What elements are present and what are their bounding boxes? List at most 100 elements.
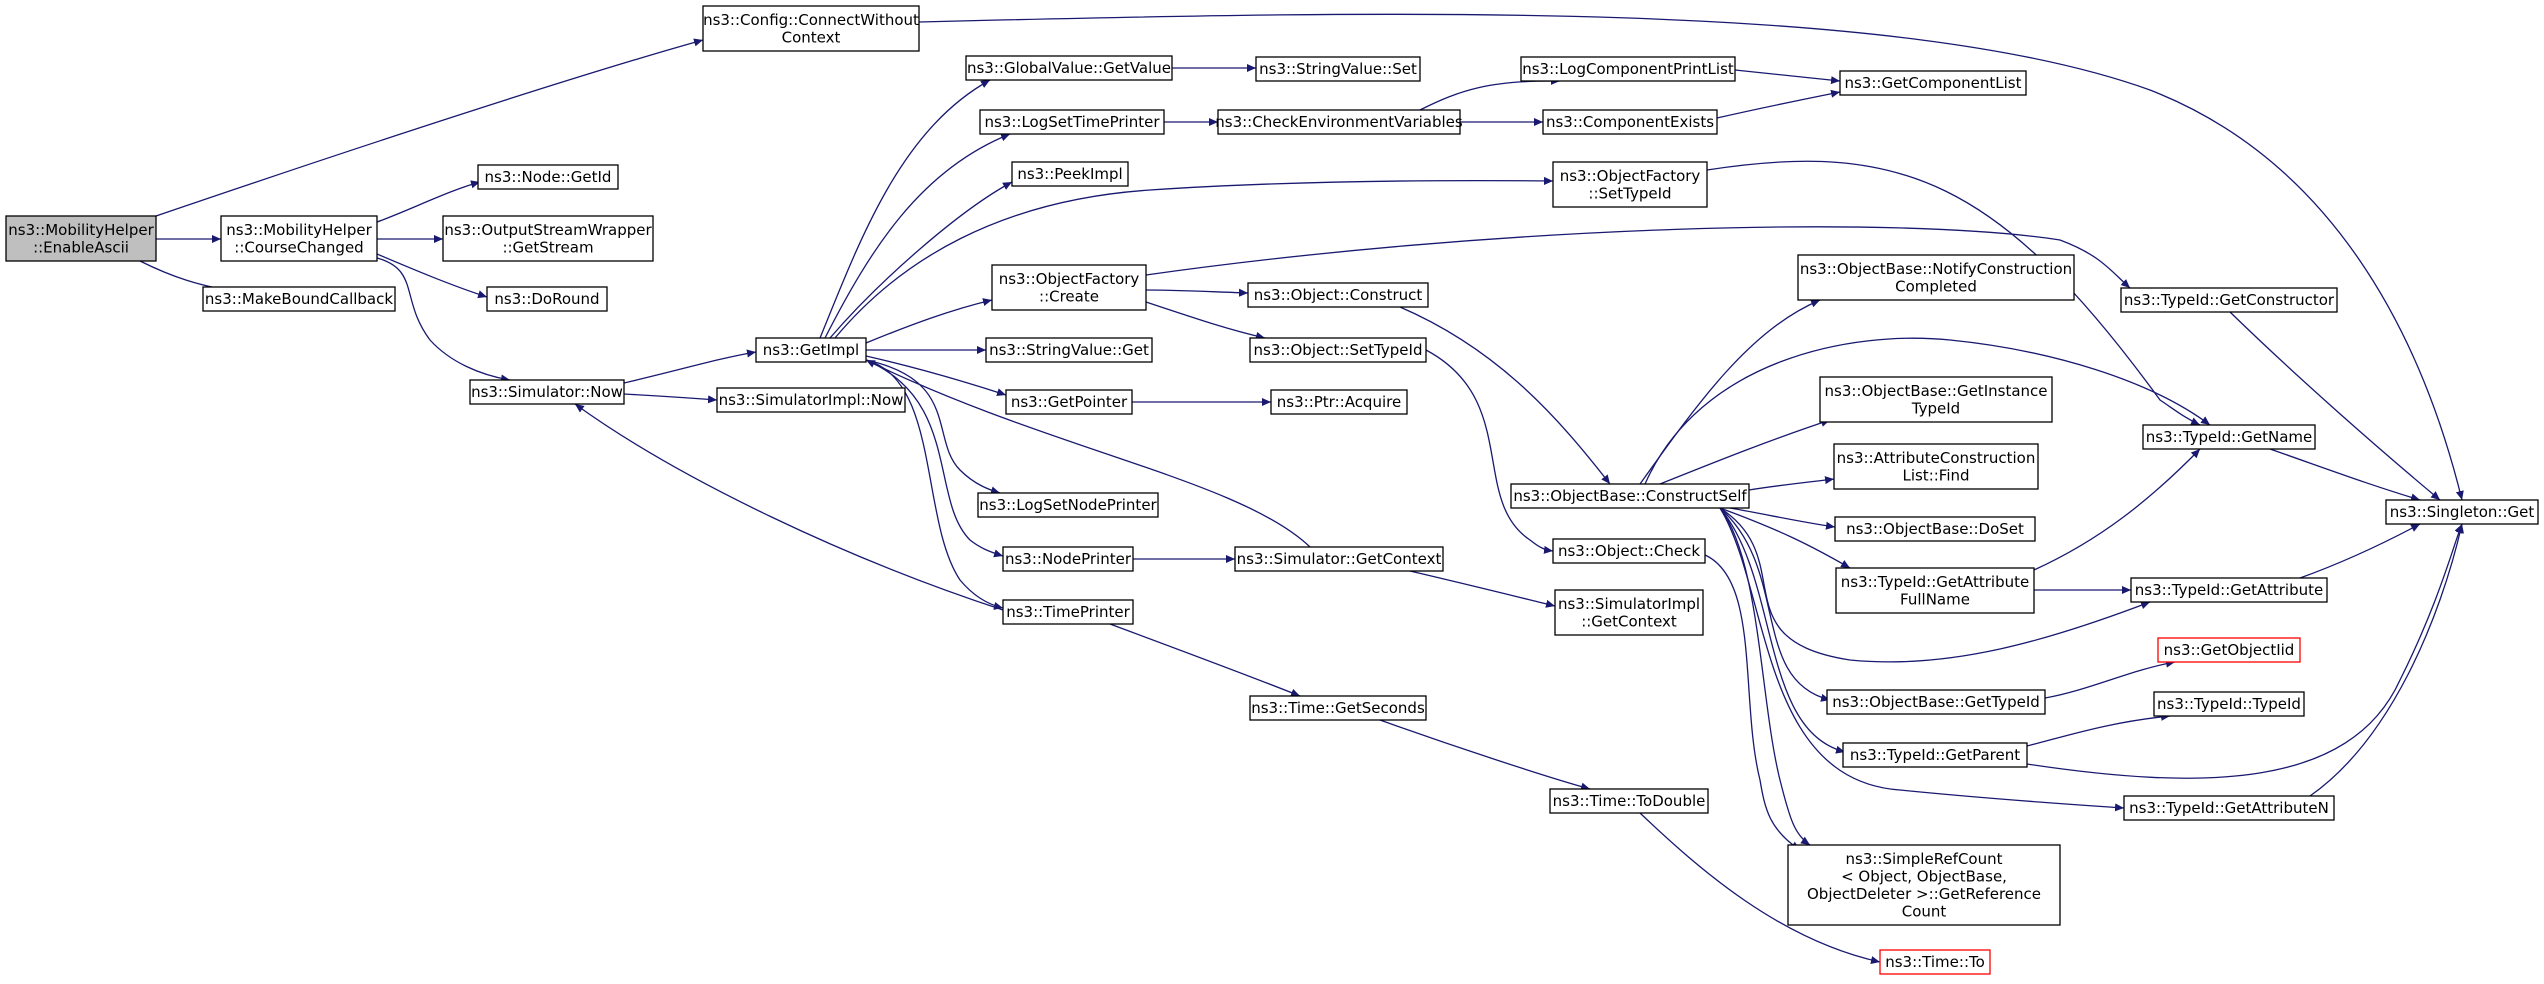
- node-typeid-getname[interactable]: ns3::TypeId::GetName: [2142, 424, 2316, 450]
- node-label: ns3::MobilityHelper: [226, 221, 372, 239]
- node-simulator-getcontext[interactable]: ns3::Simulator::GetContext: [1234, 546, 1444, 572]
- node-course-changed[interactable]: ns3::MobilityHelper::CourseChanged: [220, 215, 378, 262]
- node-box: [1002, 599, 1134, 625]
- node-box: [1552, 538, 1706, 564]
- node-label: ns3::GetImpl: [763, 341, 859, 359]
- node-box: [1249, 695, 1427, 721]
- edge-objectfactory_settypeid-to-typeid_getname: [1706, 160, 2201, 426]
- node-ptr-acquire[interactable]: ns3::Ptr::Acquire: [1270, 389, 1408, 415]
- node-checkenvvars[interactable]: ns3::CheckEnvironmentVariables: [1215, 109, 1463, 135]
- edge-objectbase_constructself-to-simplerefcount_getreferencecount: [1719, 507, 1811, 846]
- edge-course_changed-to-simulator_now: [376, 257, 511, 383]
- node-getimpl[interactable]: ns3::GetImpl: [755, 337, 867, 363]
- node-typeid-getattributen[interactable]: ns3::TypeId::GetAttributeN: [2123, 795, 2335, 821]
- edge-getimpl-to-logsetnodeprinter: [865, 359, 1001, 495]
- node-simplerefcount-getreferencecount[interactable]: ns3::SimpleRefCount< Object, ObjectBase,…: [1787, 844, 2061, 926]
- edge-getimpl-to-peekimpl: [829, 181, 1013, 339]
- node-box: [2153, 691, 2305, 717]
- node-time-todouble[interactable]: ns3::Time::ToDouble: [1549, 788, 1709, 814]
- node-componentexists[interactable]: ns3::ComponentExists: [1542, 109, 1718, 135]
- node-label: ns3::SimulatorImpl::Now: [719, 391, 904, 409]
- node-singleton-get[interactable]: ns3::Singleton::Get: [2385, 499, 2539, 525]
- node-label: Count: [1902, 902, 1947, 920]
- node-notifyconstructioncompleted[interactable]: ns3::ObjectBase::NotifyConstructionCompl…: [1797, 254, 2075, 301]
- node-getpointer[interactable]: ns3::GetPointer: [1005, 389, 1133, 415]
- node-enable-ascii[interactable]: ns3::MobilityHelper::EnableAscii: [5, 215, 157, 262]
- node-label: ns3::ObjectFactory: [1560, 167, 1701, 185]
- node-box: [1833, 443, 2039, 490]
- node-typeid-typeid[interactable]: ns3::TypeId::TypeId: [2153, 691, 2305, 717]
- node-box: [702, 5, 920, 52]
- node-osw-getstream[interactable]: ns3::OutputStreamWrapper::GetStream: [442, 215, 654, 262]
- node-objectfactory-create[interactable]: ns3::ObjectFactory::Create: [991, 264, 1147, 311]
- node-object-construct[interactable]: ns3::Object::Construct: [1247, 282, 1429, 308]
- node-typeid-getparent[interactable]: ns3::TypeId::GetParent: [1842, 742, 2028, 768]
- node-globalvalue-getvalue[interactable]: ns3::GlobalValue::GetValue: [965, 55, 1173, 81]
- node-logcomponentprintlist[interactable]: ns3::LogComponentPrintList: [1520, 56, 1736, 82]
- node-objectbase-gettypeid[interactable]: ns3::ObjectBase::GetTypeId: [1826, 689, 2046, 715]
- node-box: [1011, 161, 1129, 187]
- node-time-to[interactable]: ns3::Time::To: [1879, 949, 1991, 975]
- node-label: ns3::TypeId::GetAttribute: [2135, 581, 2323, 599]
- node-logsettimeprinter[interactable]: ns3::LogSetTimePrinter: [979, 109, 1165, 135]
- node-label: ns3::StringValue::Get: [989, 341, 1149, 359]
- edge-course_changed-to-doround: [376, 253, 488, 299]
- node-typeid-getattribute[interactable]: ns3::TypeId::GetAttribute: [2130, 577, 2328, 603]
- node-timeprinter[interactable]: ns3::TimePrinter: [1002, 599, 1134, 625]
- node-label: ::CourseChanged: [234, 238, 363, 256]
- node-peekimpl[interactable]: ns3::PeekImpl: [1011, 161, 1129, 187]
- edge-time_getseconds-to-time_todouble: [1379, 719, 1591, 791]
- node-simulatorimpl-getcontext[interactable]: ns3::SimulatorImpl::GetContext: [1554, 589, 1704, 636]
- node-logsetnodeprinter[interactable]: ns3::LogSetNodePrinter: [977, 492, 1159, 518]
- node-label: ns3::Time::ToDouble: [1553, 792, 1706, 810]
- node-box: [1879, 949, 1991, 975]
- edge-getimpl-to-globalvalue_getvalue: [819, 79, 991, 339]
- node-nodeprinter[interactable]: ns3::NodePrinter: [1002, 546, 1134, 572]
- node-doround[interactable]: ns3::DoRound: [486, 286, 608, 312]
- node-label: ns3::TypeId::GetAttributeN: [2129, 799, 2329, 817]
- node-label: ns3::TypeId::GetParent: [1850, 746, 2020, 764]
- edge-enable_ascii-to-connect_without_context: [155, 38, 704, 217]
- node-box: [2385, 499, 2539, 525]
- node-stringvalue-set[interactable]: ns3::StringValue::Set: [1255, 56, 1421, 82]
- node-label: ns3::PeekImpl: [1017, 165, 1122, 183]
- node-label: ObjectDeleter >::GetReference: [1807, 885, 2041, 903]
- node-label: ns3::ObjectBase::DoSet: [1846, 520, 2024, 538]
- node-simulator-now[interactable]: ns3::Simulator::Now: [469, 379, 625, 405]
- node-label: ns3::ComponentExists: [1546, 113, 1714, 131]
- edge-objectfactory_create-to-typeid_getconstructor: [1145, 226, 2131, 289]
- edge-componentexists-to-getcomponentlist: [1716, 89, 1841, 119]
- node-label: TypeId: [1911, 399, 1960, 417]
- node-typeid-getconstructor[interactable]: ns3::TypeId::GetConstructor: [2120, 287, 2338, 313]
- node-getobjectiid[interactable]: ns3::GetObjectIid: [2157, 637, 2301, 663]
- node-box: [2130, 577, 2328, 603]
- node-label: ::GetStream: [502, 238, 593, 256]
- node-make-bound-callback[interactable]: ns3::MakeBoundCallback: [202, 286, 396, 312]
- node-box: [1549, 788, 1709, 814]
- node-label: ns3::Ptr::Acquire: [1277, 393, 1401, 411]
- node-stringvalue-get[interactable]: ns3::StringValue::Get: [985, 337, 1153, 363]
- node-box: [1249, 337, 1427, 363]
- node-node-getid[interactable]: ns3::Node::GetId: [477, 164, 619, 190]
- node-objectbase-doset[interactable]: ns3::ObjectBase::DoSet: [1834, 516, 2036, 542]
- node-objectfactory-settypeid[interactable]: ns3::ObjectFactory::SetTypeId: [1552, 161, 1708, 208]
- node-time-getseconds[interactable]: ns3::Time::GetSeconds: [1249, 695, 1427, 721]
- node-getcomponentlist[interactable]: ns3::GetComponentList: [1839, 70, 2027, 96]
- node-label: ns3::Singleton::Get: [2390, 503, 2535, 521]
- node-object-settypeid[interactable]: ns3::Object::SetTypeId: [1249, 337, 1427, 363]
- edge-simulator_now-to-getimpl: [623, 349, 757, 384]
- node-object-check[interactable]: ns3::Object::Check: [1552, 538, 1706, 564]
- node-label: ns3::GetObjectIid: [2164, 641, 2295, 659]
- node-label: ::GetContext: [1581, 612, 1677, 630]
- node-box: [469, 379, 625, 405]
- node-objectbase-constructself[interactable]: ns3::ObjectBase::ConstructSelf: [1510, 483, 1750, 509]
- edge-getimpl-to-getpointer: [865, 355, 1007, 397]
- node-simulatorimpl-now[interactable]: ns3::SimulatorImpl::Now: [716, 387, 906, 413]
- node-box: [1842, 742, 2028, 768]
- edge-objectbase_constructself-to-getinstancetypeid: [1659, 419, 1831, 485]
